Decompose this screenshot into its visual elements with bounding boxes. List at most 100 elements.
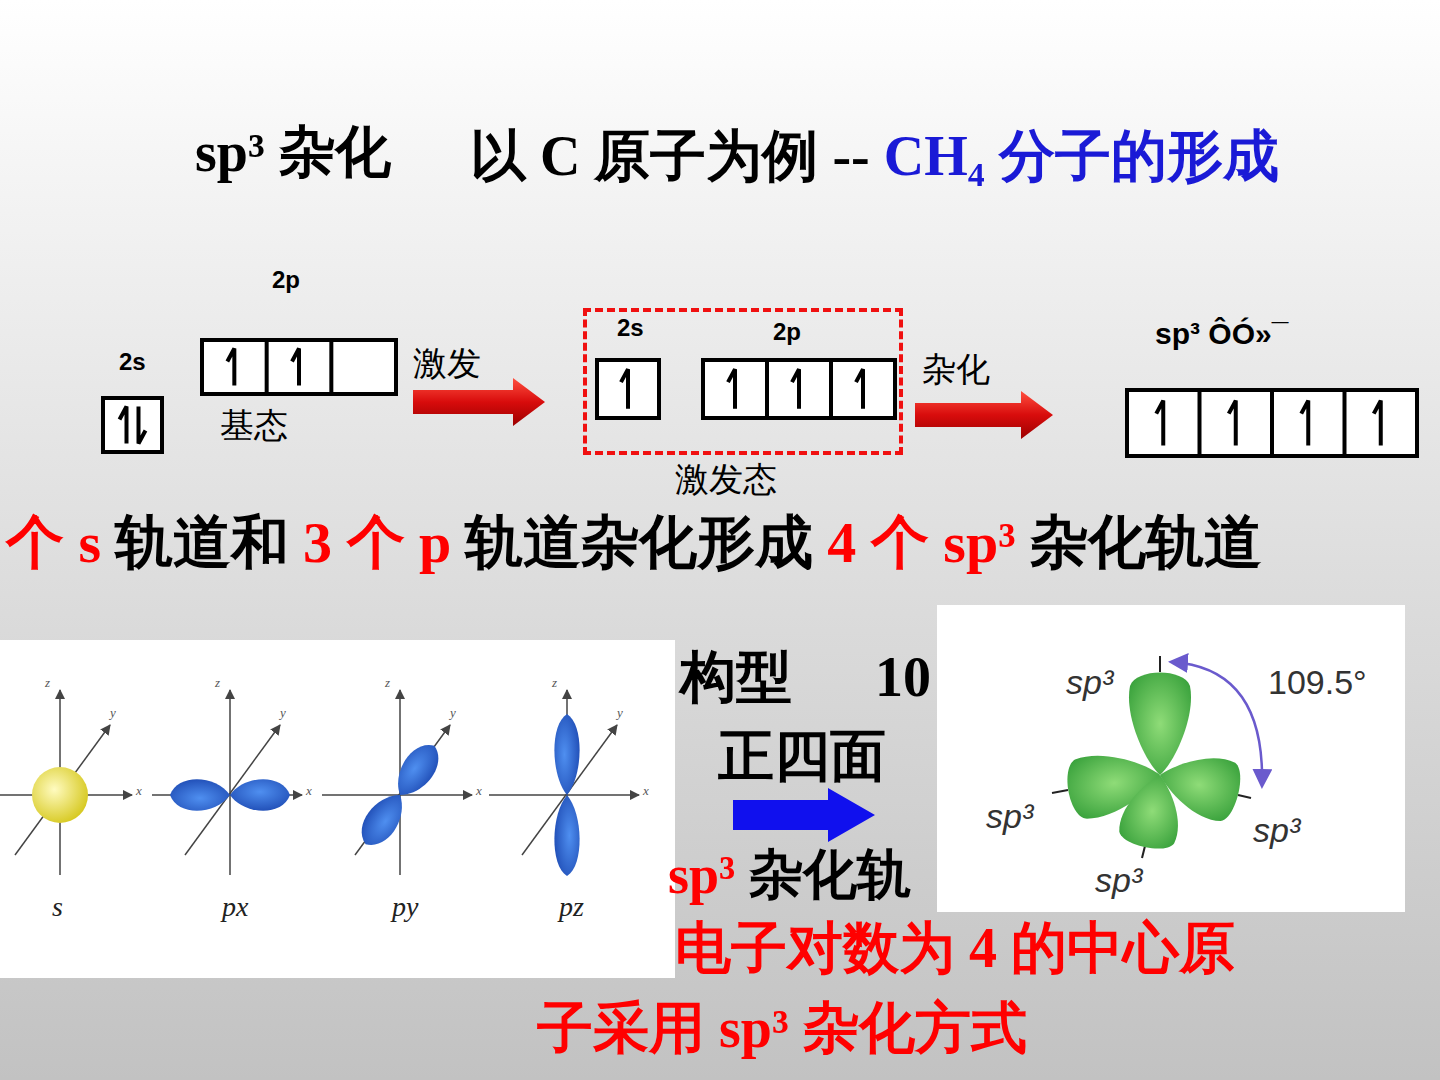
axis-label: z: [215, 676, 220, 689]
axis-label: x: [643, 784, 649, 797]
orbital-panel: [0, 640, 675, 978]
electron-up: [621, 369, 628, 409]
node-text: sp³ ÔÓ»¯: [1155, 316, 1288, 352]
y-axis: [15, 725, 110, 855]
cell-frame: [202, 340, 396, 394]
note-text: 子采用 sp³ 杂化方式: [537, 998, 1027, 1060]
p-orbitals: [170, 714, 580, 876]
cell-divider: [1343, 390, 1347, 456]
orbital-label: sp³: [1066, 664, 1113, 701]
axis-label: x: [306, 784, 312, 797]
axis-label: y: [450, 706, 456, 719]
note-text: 正四面: [718, 724, 886, 788]
arrow-label: 杂化: [922, 350, 990, 389]
axis-label: z: [45, 676, 50, 689]
heading-line: 以 C 原子为例 --CH₄ 分子的形成: [470, 112, 1350, 202]
angle-arc: [1172, 662, 1262, 785]
cell-divider: [329, 340, 333, 394]
axis-label: z: [385, 676, 390, 689]
electron-up: [1229, 401, 1236, 446]
cell-frame: [703, 360, 895, 418]
pz-lobe: [554, 795, 579, 876]
stick: [1052, 790, 1068, 793]
stick: [1159, 656, 1161, 672]
statement-line: 个 s轨道和3 个 p轨道杂化形成4 个 sp³杂化轨道: [6, 510, 1276, 577]
hybrid-line: sp³杂化轨: [668, 846, 925, 905]
py-lobe: [353, 786, 413, 853]
cell-divider: [1270, 390, 1274, 456]
node-text: 2p: [773, 318, 801, 347]
axes: [0, 690, 639, 875]
electron-up: [792, 369, 799, 409]
statement-text: 杂化轨道: [1030, 510, 1262, 575]
statement-text: 个 s: [6, 510, 101, 575]
axis-label: pz: [559, 892, 584, 923]
cell-frame: [1127, 390, 1417, 456]
orbital-cells: [1125, 388, 1419, 458]
cell-divider: [1198, 390, 1202, 456]
axis-label: px: [222, 892, 248, 923]
orbital-label: sp³: [986, 798, 1033, 835]
cell-divider: [265, 340, 269, 394]
electron-up: [1301, 401, 1308, 446]
electron-up: [856, 369, 863, 409]
electron-up: [1156, 401, 1163, 446]
axis-label: s: [52, 892, 63, 923]
node-text: 2s: [617, 314, 644, 343]
s-orbital: [32, 767, 88, 823]
cell-group: [101, 396, 164, 454]
note-text: sp³: [668, 845, 735, 905]
sp3-lobe: [1129, 673, 1191, 776]
electron-up: [227, 348, 234, 385]
orbital-label: sp³: [1253, 812, 1300, 849]
stick: [1142, 846, 1145, 858]
heading-text: 以 C 原子为例 --: [470, 125, 870, 187]
z-axis: [229, 690, 231, 875]
cell-group: [200, 338, 398, 396]
orbital-cells: [101, 396, 164, 454]
cell-group: [1125, 388, 1419, 458]
py-lobe: [387, 737, 447, 804]
node-text: 2s: [119, 348, 146, 377]
statement-text: 轨道杂化形成: [465, 510, 813, 575]
statement-text: 3 个 p: [303, 510, 451, 575]
cell-frame: [597, 360, 659, 418]
cell-group: [595, 358, 661, 420]
pz-lobe: [554, 714, 579, 795]
block-arrow: [413, 378, 545, 426]
electron-up: [1374, 401, 1381, 446]
sp3-lobe: [1116, 769, 1188, 853]
axis-label: y: [280, 706, 286, 719]
orbital-label: 109.5°: [1268, 664, 1367, 701]
electron-up: [728, 369, 735, 409]
orbital-label: sp³: [1095, 862, 1142, 899]
px-lobe: [230, 779, 290, 811]
note-text: 构型: [680, 645, 792, 709]
axis-label: y: [617, 706, 623, 719]
excited-state-box: 2s2p激发态: [583, 308, 903, 455]
electron-up: [292, 348, 299, 385]
lobe-sticks: [1052, 656, 1251, 858]
orbital-cells: [595, 358, 661, 420]
statement-text: 4 个 sp³: [827, 510, 1015, 575]
hybrid-orbital-box: sp³ ÔÓ»¯: [1125, 316, 1419, 461]
node-text: 基态: [220, 406, 288, 445]
x-axis: [489, 794, 639, 796]
orbital-cells: [701, 358, 897, 420]
node-text: 激发态: [675, 460, 777, 499]
ground-2s-box: 2s: [101, 348, 164, 454]
axis-label: py: [392, 892, 418, 923]
arrow-label: 激发: [413, 344, 481, 383]
cell-group: [701, 358, 897, 420]
axis-label: z: [552, 676, 557, 689]
statement-text: 轨道和: [115, 510, 289, 575]
note-text: 杂化轨: [749, 845, 911, 905]
block-arrow: [915, 391, 1053, 439]
cell-divider: [765, 360, 769, 418]
stick: [1238, 795, 1251, 798]
note-text: 电子对数为 4 的中心原: [675, 918, 1235, 980]
heading-formula: CH₄ 分子的形成: [884, 125, 1279, 187]
orbital-cells: [200, 338, 398, 396]
ground-2p-box: 2p基态: [200, 266, 398, 456]
note-text: 10: [875, 645, 931, 709]
